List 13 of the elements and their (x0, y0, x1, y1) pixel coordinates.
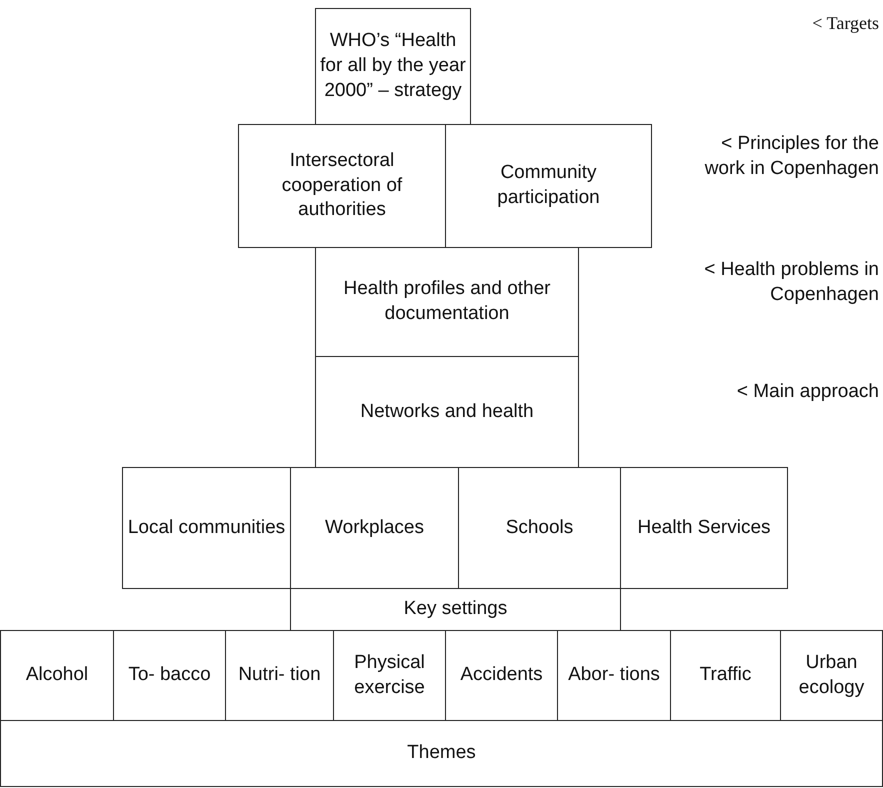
level-note: < Health problems in Copenhagen (703, 258, 879, 307)
level-note: < Targets (811, 12, 879, 35)
level-note: < Principles for the work in Copenhagen (704, 132, 879, 181)
documentation-box: Health profiles and other documentation (315, 247, 579, 357)
level-note: < Main approach (736, 380, 879, 404)
setting-box: Health Services (620, 467, 788, 589)
setting-box: Local communities (122, 467, 291, 589)
themes-box: Themes (0, 720, 883, 787)
strategy-box: WHO’s “Health for all by the year 2000” – strategy (315, 8, 471, 125)
key-settings-box: Key settings (290, 588, 621, 631)
approach-box: Networks and health (315, 356, 579, 468)
theme-box: Alcohol (0, 630, 114, 721)
theme-box: Urban ecology (780, 630, 883, 721)
